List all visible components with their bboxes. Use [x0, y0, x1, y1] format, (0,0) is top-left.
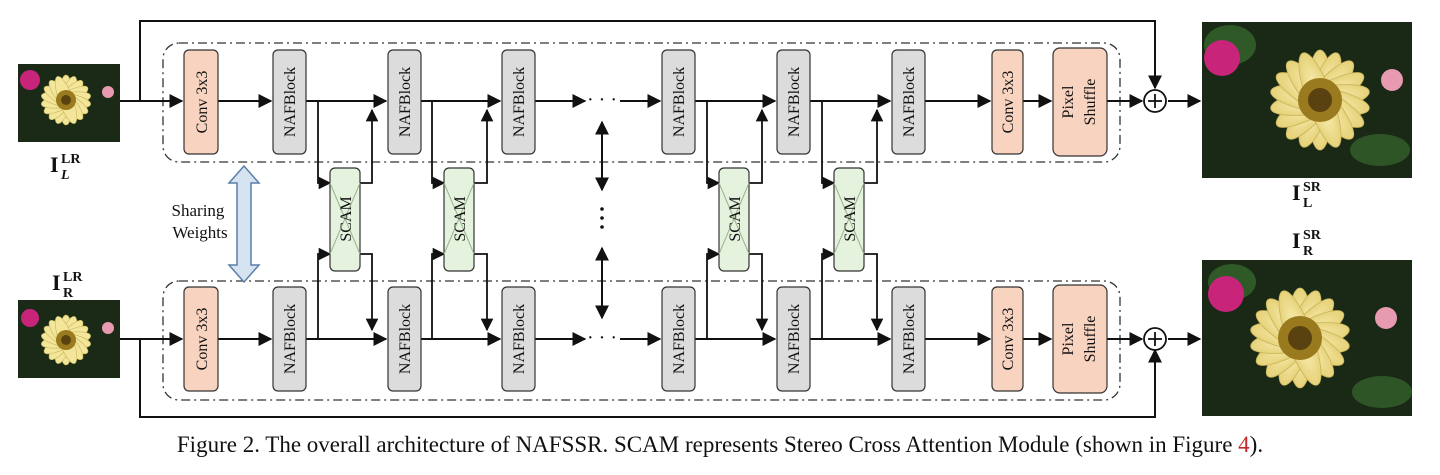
svg-text:NAFBlock: NAFBlock: [511, 304, 528, 374]
architecture-diagram: I LR L I LR R I SR L I SR R: [18, 20, 1412, 418]
svg-text:Conv 3x3: Conv 3x3: [1000, 308, 1017, 371]
conv-block-bottom: Conv 3x3: [183, 286, 219, 392]
conv-block-top: Conv 3x3: [183, 49, 219, 155]
svg-text:NAFBlock: NAFBlock: [786, 304, 803, 374]
scam-block-3: SCAM: [718, 167, 750, 272]
svg-text:LR: LR: [63, 270, 83, 285]
right-branch-container: [162, 280, 1121, 401]
svg-text:NAFBlock: NAFBlock: [397, 67, 414, 137]
nafblock-bottom-4: NAFBlock: [661, 286, 696, 392]
svg-text:Pixel: Pixel: [1060, 322, 1077, 355]
global-skip-bottom: [139, 339, 1162, 418]
svg-text:SCAM: SCAM: [338, 196, 355, 241]
svg-text:L: L: [60, 168, 70, 183]
sharing-weights-label-2: Weights: [172, 223, 227, 242]
sharing-weights-label: Sharing: [172, 201, 225, 220]
svg-text:SCAM: SCAM: [727, 196, 744, 241]
svg-text:SR: SR: [1303, 180, 1322, 195]
nafblock-top-1: NAFBlock: [272, 49, 307, 155]
svg-text:NAFBlock: NAFBlock: [901, 67, 918, 137]
input-right-label: I LR R: [52, 270, 83, 301]
svg-text:LR: LR: [61, 152, 81, 167]
svg-text:Conv 3x3: Conv 3x3: [194, 308, 211, 371]
svg-text:R: R: [63, 286, 74, 301]
sharing-weights-arrow: [227, 164, 261, 284]
svg-text:NAFBlock: NAFBlock: [901, 304, 918, 374]
output-right-image: [1202, 260, 1412, 416]
output-right-label: I SR R: [1292, 228, 1322, 259]
svg-text:L: L: [1303, 196, 1312, 211]
left-branch-container: [162, 42, 1121, 163]
svg-text:SCAM: SCAM: [452, 196, 469, 241]
ellipsis-bottom: · · ·: [587, 327, 617, 349]
svg-text:Shuffle: Shuffle: [1082, 316, 1099, 363]
pixel-shuffle-top: Pixel Shuffle: [1052, 47, 1108, 157]
input-left-image: [18, 64, 120, 142]
scam-block-4: SCAM: [833, 167, 865, 272]
nafblock-bottom-1: NAFBlock: [272, 286, 307, 392]
input-right-image: [18, 300, 120, 378]
svg-text:I: I: [52, 270, 61, 295]
caption-figure-link[interactable]: 4: [1238, 432, 1250, 457]
svg-text:NAFBlock: NAFBlock: [282, 67, 299, 137]
vertical-ellipsis: [600, 207, 604, 229]
input-left-label: I LR L: [50, 152, 81, 183]
svg-text:I: I: [1292, 180, 1301, 205]
output-left-image: [1202, 22, 1412, 178]
scam-block-1: SCAM: [329, 167, 361, 272]
svg-text:NAFBlock: NAFBlock: [511, 67, 528, 137]
scam-wiring: [317, 101, 884, 339]
global-skip-top: [139, 20, 1162, 101]
caption-suffix: ).: [1249, 432, 1264, 457]
svg-text:Conv 3x3: Conv 3x3: [1000, 71, 1017, 134]
svg-text:NAFBlock: NAFBlock: [671, 304, 688, 374]
nafblock-top-4: NAFBlock: [661, 49, 696, 155]
nafblock-bottom-6: NAFBlock: [891, 286, 926, 392]
svg-text:SR: SR: [1303, 228, 1322, 243]
svg-text:NAFBlock: NAFBlock: [282, 304, 299, 374]
figure-caption: Figure 2. The overall architecture of NA…: [0, 432, 1440, 458]
scam-block-2: SCAM: [443, 167, 475, 272]
svg-text:Conv 3x3: Conv 3x3: [194, 71, 211, 134]
pixel-shuffle-bottom: Pixel Shuffle: [1052, 284, 1108, 394]
output-left-label: I SR L: [1292, 180, 1322, 211]
svg-text:SCAM: SCAM: [842, 196, 859, 241]
conv-block-top-out: Conv 3x3: [991, 49, 1024, 155]
svg-text:NAFBlock: NAFBlock: [671, 67, 688, 137]
nafblock-top-2: NAFBlock: [387, 49, 422, 155]
svg-text:R: R: [1303, 244, 1314, 259]
nafblock-bottom-2: NAFBlock: [387, 286, 422, 392]
add-node-bottom: [1143, 327, 1167, 351]
nafblock-bottom-5: NAFBlock: [776, 286, 811, 392]
nafblock-bottom-3: NAFBlock: [501, 286, 536, 392]
svg-text:I: I: [1292, 228, 1301, 253]
conv-block-bottom-out: Conv 3x3: [991, 286, 1024, 392]
svg-text:Shuffle: Shuffle: [1082, 79, 1099, 126]
nafblock-top-3: NAFBlock: [501, 49, 536, 155]
add-node-top: [1143, 89, 1167, 113]
svg-text:NAFBlock: NAFBlock: [786, 67, 803, 137]
nafblock-top-6: NAFBlock: [891, 49, 926, 155]
nafblock-top-5: NAFBlock: [776, 49, 811, 155]
caption-text: Figure 2. The overall architecture of NA…: [176, 432, 1239, 457]
svg-text:Pixel: Pixel: [1060, 85, 1077, 118]
svg-text:NAFBlock: NAFBlock: [397, 304, 414, 374]
ellipsis-top: · · ·: [587, 89, 617, 111]
svg-text:I: I: [50, 152, 59, 177]
